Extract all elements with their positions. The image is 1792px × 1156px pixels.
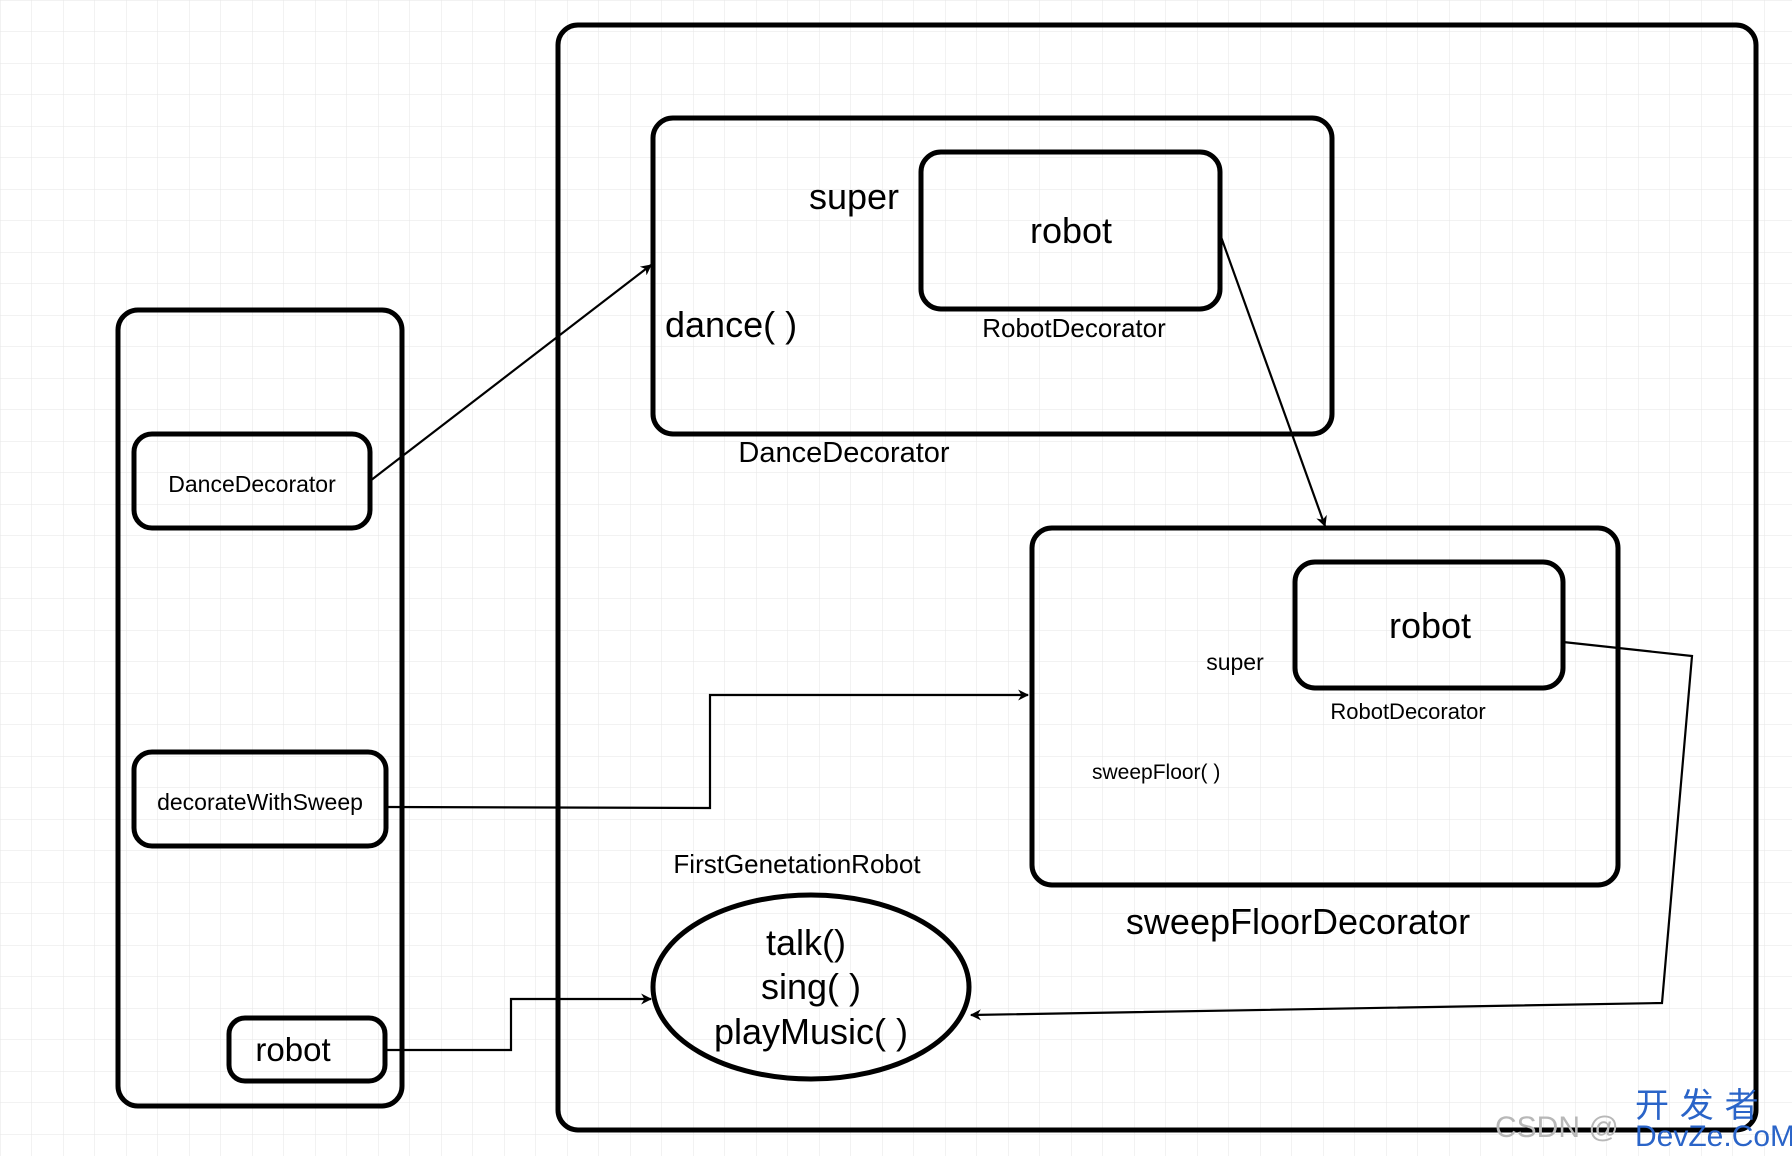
robot-method-playmusic: playMusic( ) <box>714 1011 908 1052</box>
robot-method-talk: talk() <box>766 922 846 963</box>
robot-method-sing: sing( ) <box>761 966 861 1007</box>
left-robot-label: robot <box>255 1031 330 1068</box>
left-decorate-with-sweep-node <box>131 749 389 849</box>
first-generation-robot-ellipse <box>650 892 972 1082</box>
sweep-decorator-caption: sweepFloorDecorator <box>1126 901 1470 942</box>
outer-container <box>555 22 1759 1133</box>
dance-decorator-caption: DanceDecorator <box>738 437 949 469</box>
dance-inner-robot-label: robot <box>1030 210 1112 251</box>
sweep-inner-robot-label: robot <box>1389 605 1471 646</box>
edge-dance-to-decorator <box>369 264 652 482</box>
dance-decorator-box <box>650 115 1335 437</box>
edge-sweep-to-decorator <box>385 689 1030 810</box>
dance-method-label: dance( ) <box>665 304 797 345</box>
edge-robot-to-first-generation <box>385 993 653 1052</box>
dance-inner-robot-box <box>918 149 1223 312</box>
sweep-inner-robot-box <box>1292 559 1566 691</box>
left-dance-decorator-label: DanceDecorator <box>168 471 336 497</box>
left-panel <box>115 307 405 1109</box>
left-decorate-with-sweep-label: decorateWithSweep <box>157 789 363 815</box>
dance-inner-caption: RobotDecorator <box>982 313 1166 343</box>
watermark-en: DevZe.CoM <box>1635 1120 1792 1153</box>
watermark-cn: 开 发 者 <box>1635 1086 1759 1126</box>
watermark-csdn: CSDN @ <box>1495 1111 1619 1144</box>
sweep-method-label: sweepFloor( ) <box>1092 761 1220 784</box>
sweep-inner-caption: RobotDecorator <box>1330 699 1485 724</box>
sweep-super-label: super <box>1206 649 1264 675</box>
first-generation-robot-caption: FirstGenetationRobot <box>673 849 921 879</box>
edge-dance-robot-to-sweep <box>1218 233 1327 528</box>
dance-super-label: super <box>809 176 899 217</box>
edge-sweep-robot-to-first-generation <box>969 640 1694 1021</box>
sweep-decorator-box <box>1029 525 1621 888</box>
